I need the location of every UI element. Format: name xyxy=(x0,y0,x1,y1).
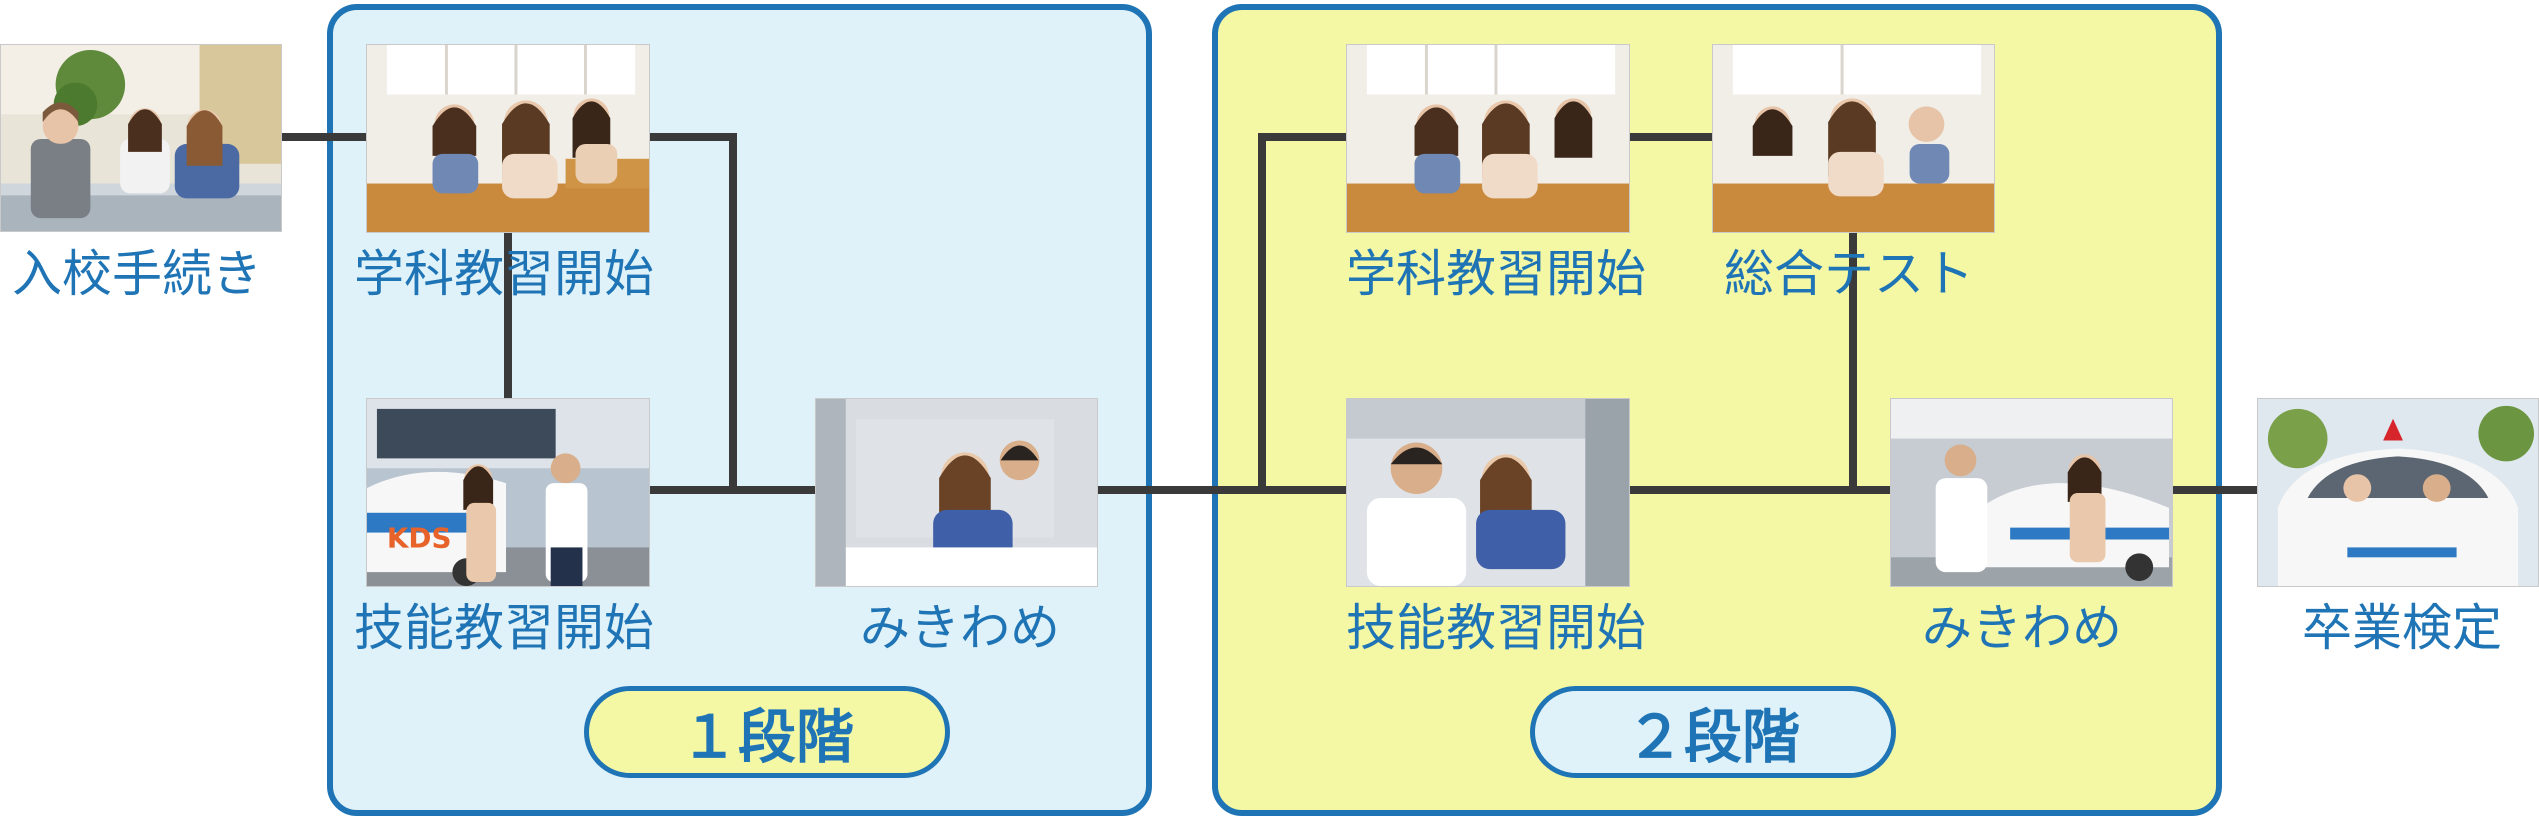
stage2-academic-photo xyxy=(1346,44,1630,233)
stage2-skill-label: 技能教習開始 xyxy=(1346,599,1646,657)
connector-academic-riser xyxy=(646,133,737,494)
stage1-academic-photo xyxy=(366,44,650,233)
stage-2-badge: ２段階 xyxy=(1530,686,1896,778)
stage2-test-photo xyxy=(1712,44,1995,233)
stage2-academic-label: 学科教習開始 xyxy=(1346,245,1646,303)
stage2-skill-photo xyxy=(1346,398,1630,587)
stage1-mikiwame-label: みきわめ xyxy=(860,599,1060,657)
stage2-test-label: 総合テスト xyxy=(1724,245,1974,303)
connector-stage2-academic xyxy=(1258,133,1350,494)
svg-text:KDS: KDS xyxy=(387,521,452,554)
stage2-mikiwame-label: みきわめ xyxy=(1922,599,2122,657)
graduation-photo xyxy=(2257,398,2539,587)
graduation-label: 卒業検定 xyxy=(2302,599,2502,657)
stage1-skill-label: 技能教習開始 xyxy=(354,599,654,657)
stage2-mikiwame-photo xyxy=(1890,398,2173,587)
enrollment-photo xyxy=(0,44,282,232)
stage-1-badge: １段階 xyxy=(584,686,950,778)
stage1-academic-label: 学科教習開始 xyxy=(354,245,654,303)
stage1-mikiwame-photo xyxy=(815,398,1098,587)
stage1-skill-photo: KDS xyxy=(366,398,650,587)
enrollment-label: 入校手続き xyxy=(12,245,262,303)
